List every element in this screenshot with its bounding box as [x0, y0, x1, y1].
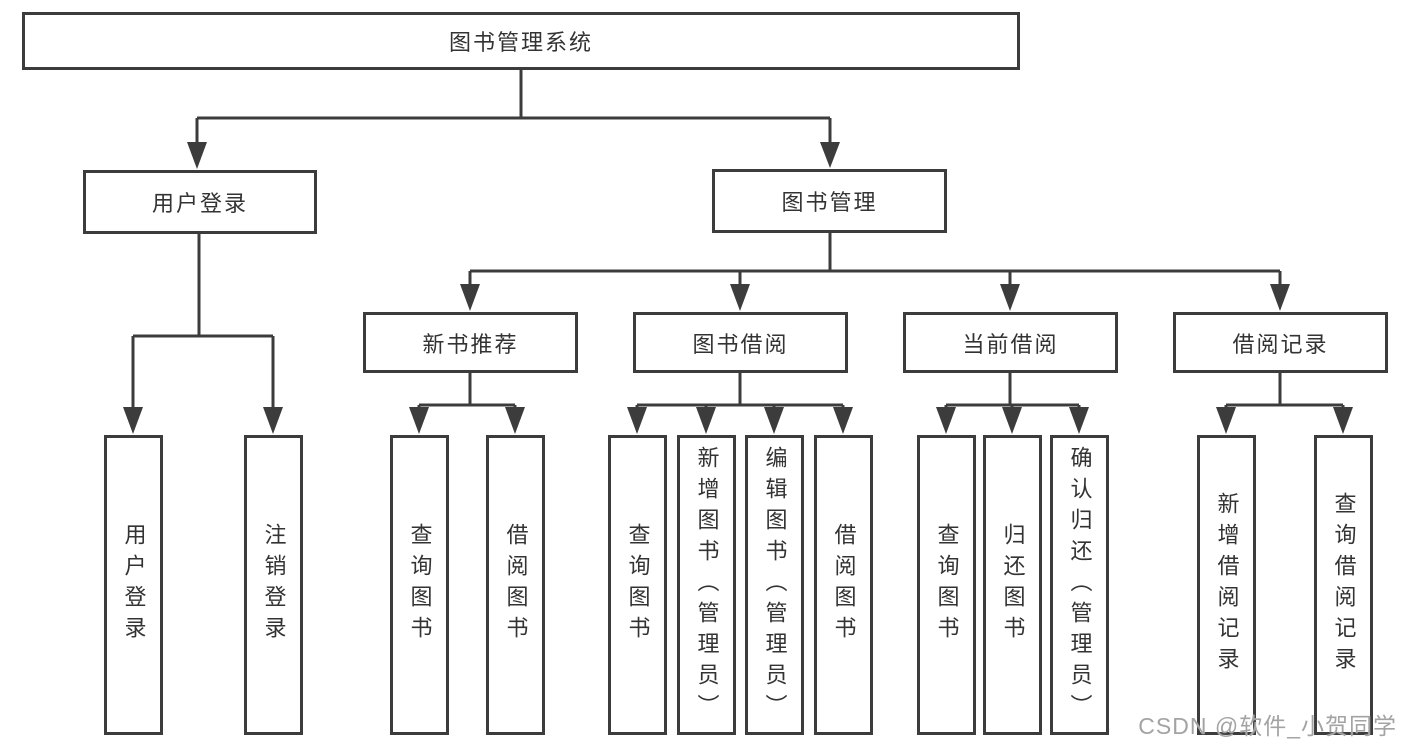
leaf-logout-label: 注销登录 [261, 523, 287, 647]
leaf-query-books-borrowing: 查询图书 [608, 435, 667, 735]
leaf-borrow-books-borrowing-label: 借阅图书 [831, 523, 857, 647]
leaf-return-books: 归还图书 [983, 435, 1042, 735]
node-library-management-system: 图书管理系统 [22, 12, 1020, 70]
leaf-add-book-admin-label: 新增图书（管理员） [694, 445, 720, 725]
leaf-borrow-books-borrowing: 借阅图书 [814, 435, 873, 735]
connector-new-book-recommendation-children [409, 373, 525, 434]
watermark: CSDN @软件_小贺同学 [1138, 713, 1397, 739]
leaf-user-login-label: 用户登录 [121, 523, 147, 647]
leaf-confirm-return-admin: 确认归还（管理员） [1050, 435, 1109, 735]
connector-root-to-level2 [187, 70, 840, 169]
leaf-logout: 注销登录 [244, 435, 303, 735]
leaf-borrow-books-recommend: 借阅图书 [486, 435, 545, 735]
leaf-return-books-label: 归还图书 [1000, 523, 1026, 647]
connector-book-borrowing-children [627, 373, 853, 434]
connector-current-borrowing-children [936, 373, 1089, 434]
leaf-add-book-admin: 新增图书（管理员） [677, 435, 736, 735]
connector-borrowing-records-children [1216, 373, 1353, 434]
leaf-query-books-borrowing-label: 查询图书 [625, 523, 651, 647]
leaf-edit-book-admin-label: 编辑图书（管理员） [762, 445, 788, 725]
node-borrowing-records: 借阅记录 [1173, 312, 1388, 373]
leaf-confirm-return-admin-label: 确认归还（管理员） [1067, 445, 1093, 725]
connector-book-management-children [460, 233, 1290, 311]
node-book-management: 图书管理 [712, 169, 947, 233]
leaf-edit-book-admin: 编辑图书（管理员） [745, 435, 804, 735]
leaf-query-borrow-record-label: 查询借阅记录 [1331, 492, 1357, 678]
leaf-borrow-books-recommend-label: 借阅图书 [503, 523, 529, 647]
leaf-query-books-current-label: 查询图书 [934, 523, 960, 647]
node-user-login: 用户登录 [83, 170, 317, 234]
node-new-book-recommendation: 新书推荐 [363, 312, 578, 373]
leaf-query-books-recommend-label: 查询图书 [407, 523, 433, 647]
leaf-query-borrow-record: 查询借阅记录 [1314, 435, 1373, 735]
leaf-query-books-current: 查询图书 [917, 435, 976, 735]
leaf-user-login: 用户登录 [104, 435, 163, 735]
node-book-borrowing: 图书借阅 [633, 312, 848, 373]
leaf-add-borrow-record-label: 新增借阅记录 [1214, 492, 1240, 678]
node-current-borrowing: 当前借阅 [903, 312, 1118, 373]
connector-user-login-children [123, 234, 283, 434]
leaf-query-books-recommend: 查询图书 [390, 435, 449, 735]
leaf-add-borrow-record: 新增借阅记录 [1197, 435, 1256, 735]
